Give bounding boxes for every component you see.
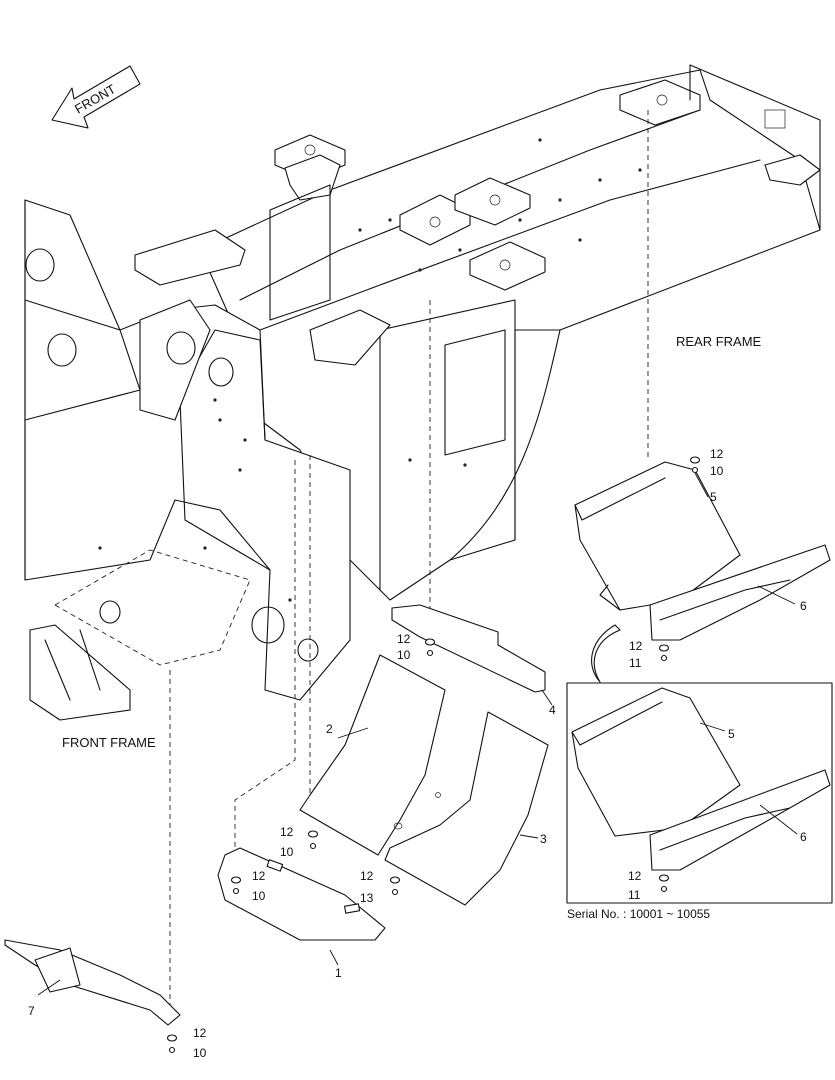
callout-12-d: 12 — [280, 825, 294, 839]
callout-10-c: 10 — [280, 845, 294, 859]
callout-6-inset: 6 — [800, 830, 807, 844]
callout-11-b: 11 — [628, 888, 641, 902]
callout-1: 1 — [335, 966, 342, 980]
part-4-plate — [391, 604, 546, 693]
callout-12-f: 12 — [360, 869, 374, 883]
front-frame-label: FRONT FRAME — [62, 735, 156, 750]
callout-7: 7 — [28, 1004, 35, 1018]
part-5-6-assembly — [574, 461, 831, 641]
swoosh-arrow — [591, 624, 621, 683]
guide-lines — [54, 110, 649, 1010]
fasteners — [166, 456, 701, 1054]
callout-5: 5 — [710, 490, 717, 504]
callout-12-h: 12 — [628, 869, 642, 883]
callout-10-b: 10 — [397, 648, 411, 662]
serial-label: Serial No. : 10001 ~ 10055 — [567, 907, 710, 921]
callout-5-inset: 5 — [728, 727, 735, 741]
callout-10-a: 10 — [710, 464, 724, 478]
leader-lines — [37, 472, 798, 996]
callout-12-g: 12 — [193, 1026, 207, 1040]
callout-12-e: 12 — [252, 869, 266, 883]
serial-inset: Serial No. : 10001 ~ 10055 — [566, 682, 833, 921]
callout-13-a: 13 — [360, 891, 374, 905]
callout-11-a: 11 — [629, 656, 642, 670]
callout-12-c: 12 — [397, 632, 411, 646]
callout-4: 4 — [549, 703, 556, 717]
callout-12-b: 12 — [629, 639, 643, 653]
part-7-bracket — [4, 939, 181, 1026]
callout-6: 6 — [800, 599, 807, 613]
part-1-cover — [217, 847, 386, 941]
rear-frame — [134, 64, 821, 601]
front-frame — [24, 199, 351, 721]
callout-labels: 5 6 4 2 3 1 7 5 6 12 10 12 11 12 10 12 1… — [28, 447, 807, 1060]
part-3-cover — [384, 711, 549, 906]
callout-12-a: 12 — [710, 447, 724, 461]
callout-3: 3 — [540, 832, 547, 846]
callout-10-e: 10 — [193, 1046, 207, 1060]
callout-10-d: 10 — [252, 889, 266, 903]
callout-2: 2 — [326, 722, 333, 736]
part-2-cover — [299, 654, 446, 856]
rear-frame-label: REAR FRAME — [676, 334, 762, 349]
front-direction-arrow: FRONT — [51, 65, 141, 129]
